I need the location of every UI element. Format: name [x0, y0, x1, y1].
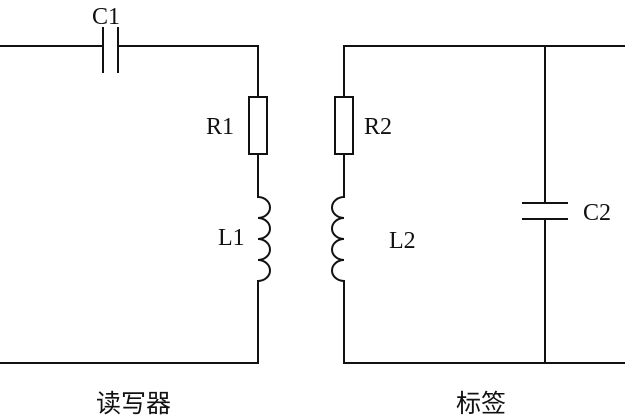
resistor-r2 [334, 96, 354, 155]
reader-top-wire-right [117, 45, 259, 98]
tag-bottom-wire [343, 280, 625, 364]
reader-bottom-wire [0, 280, 259, 364]
resistor-r1 [248, 96, 268, 155]
label-l2: L2 [389, 228, 416, 254]
caption-tag: 标签 [456, 390, 506, 418]
label-l1: L1 [218, 225, 245, 251]
reader-circuit [0, 27, 271, 364]
label-c2: C2 [583, 200, 611, 226]
inductor-l2-coil [331, 195, 346, 283]
label-r1: R1 [206, 114, 234, 140]
caption-reader: 读写器 [96, 390, 171, 418]
tag-circuit [331, 45, 625, 364]
label-r2: R2 [364, 114, 392, 140]
inductor-l1-coil [256, 195, 271, 283]
label-c1: C1 [92, 4, 120, 30]
tag-top-wire [343, 45, 625, 98]
